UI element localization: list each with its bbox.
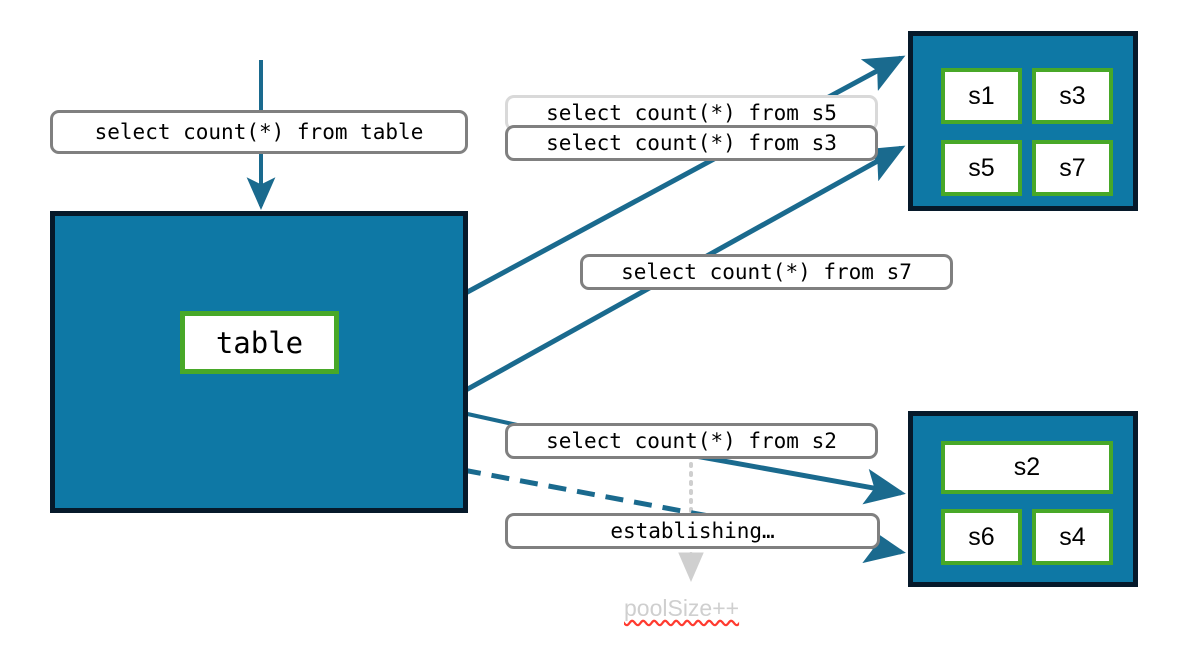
upper-pool[interactable]: s1 s3 s5 s7 [908, 31, 1138, 211]
server-s1[interactable]: s1 [941, 68, 1022, 124]
server-s6[interactable]: s6 [941, 509, 1022, 565]
poolsize-annotation: poolSize++ [624, 595, 740, 621]
server-s3[interactable]: s3 [1032, 68, 1113, 124]
server-s4[interactable]: s4 [1032, 509, 1113, 565]
query-label-s2[interactable]: select count(*) from s2 [505, 423, 878, 459]
lower-pool[interactable]: s2 s6 s4 [908, 411, 1138, 587]
edge-s2-to-lower-pool [689, 452, 906, 505]
table-node[interactable]: table [180, 311, 339, 374]
query-label-s7[interactable]: select count(*) from s7 [580, 254, 953, 290]
query-label-table[interactable]: select count(*) from table [50, 110, 468, 154]
server-s5[interactable]: s5 [941, 140, 1022, 196]
server-s2[interactable]: s2 [941, 441, 1113, 494]
query-label-s3[interactable]: select count(*) from s3 [505, 125, 878, 161]
status-label-establishing[interactable]: establishing… [505, 513, 880, 549]
server-s7[interactable]: s7 [1032, 140, 1113, 196]
